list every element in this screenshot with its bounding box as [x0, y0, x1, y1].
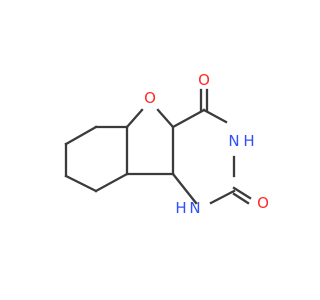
bond-cyclohexane-5: [94, 172, 129, 193]
bonds: [64, 88, 252, 205]
bond-carbonyl-right-b: [232, 192, 250, 205]
atom-label-lower-nitrogen: N: [189, 199, 200, 217]
bond-pyrimidine-c4-nh: [202, 108, 228, 124]
bond-pyrimidine-c4a-c4: [171, 108, 206, 129]
atom-label-ring-oxygen: O: [144, 89, 156, 107]
atom-labels: O O O N H H N: [144, 71, 269, 217]
bond-pyrimidine-nh-c9b: [171, 172, 198, 205]
bond-furan-o-c-right: [156, 108, 175, 129]
molecule-svg: O O O N H H N: [64, 71, 269, 217]
atom-label-lower-nitrogen-hydrogen: H: [175, 199, 186, 217]
bond-carbonyl-right-a: [232, 186, 252, 200]
bond-pyrimidine-c2-nh: [209, 189, 236, 205]
atom-label-upper-nitrogen: N: [228, 132, 239, 150]
atom-label-upper-nitrogen-hydrogen: H: [243, 132, 254, 150]
atom-label-top-oxygen: O: [198, 71, 210, 89]
bond-furan-c-o-left: [125, 108, 144, 129]
bond-cyclohexane-2: [64, 125, 98, 146]
atom-label-right-oxygen: O: [257, 194, 269, 212]
bond-cyclohexane-4: [64, 174, 98, 193]
molecule-structure-diagram: O O O N H H N: [64, 71, 269, 217]
